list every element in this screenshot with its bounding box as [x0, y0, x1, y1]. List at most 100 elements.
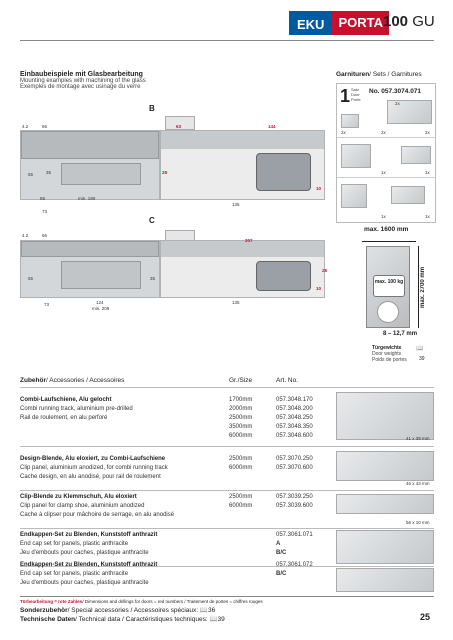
accessory-title-0: Combi-Laufschiene, Alu gelocht [20, 397, 112, 403]
c-dim-7: min. 209 [92, 306, 110, 311]
footer-special-de: Sonderzubehör [20, 607, 68, 614]
accessory-title-2: Clip-Blende zu Klemmschuh, Alu eloxiert [20, 494, 137, 500]
c-dim-4: 35 [150, 276, 156, 281]
sets-count-2: 2x [381, 130, 386, 135]
size-cell: 6000mm [229, 465, 253, 471]
accessory-arts-3: 057.3061.071 A B/C [276, 531, 313, 558]
art-cell: B/C [276, 571, 287, 577]
header-rule [20, 40, 434, 41]
sets-qty: 1 [340, 86, 351, 106]
drawing-b-door [160, 130, 325, 200]
c-red-1: 207 [245, 238, 253, 243]
art-cell: 057.3070.600 [276, 465, 313, 471]
accessory-image-4 [336, 568, 434, 592]
accessory-sizes-2: 2500mm 6000mm [229, 493, 252, 511]
spec-weight-box: max. 100 kg [373, 275, 405, 297]
art-cell: 057.3048.350 [276, 424, 313, 430]
art-cell: 057.3039.600 [276, 503, 313, 509]
accessory-line-3-0: End cap set for panels, plastic anthraci… [20, 541, 129, 547]
accessory-arts-1: 057.3070.250 057.3070.600 [276, 455, 313, 473]
col-art-header: Art. No. [276, 377, 299, 384]
size-cell: 6000mm [229, 433, 253, 439]
accessory-line-1-1: Cache design, en alu anodisé, pour rail … [20, 474, 161, 480]
b-red-1: 63 [176, 124, 182, 129]
sets-count-6: 1x [381, 214, 386, 219]
accessory-title-4: Endkappen-Set zu Blenden, Kunststoff ant… [20, 562, 158, 568]
model-number: 100 [383, 13, 409, 30]
accessory-image-1 [336, 451, 434, 481]
sets-line-1: Satz [351, 87, 360, 92]
accessory-line-0-1: Rail de roulement, en alu perforé [20, 415, 108, 421]
accessory-image-3 [336, 530, 434, 564]
accessory-line-3-1: Jeu d'embouts pour caches, plastique ant… [20, 550, 149, 556]
book-icon: 📖 [416, 346, 424, 352]
accessory-sizes-0: 1700mm 2000mm 2500mm 3500mm 6000mm [229, 396, 252, 441]
sets-heading: Garnituren/ Sets / Garnitures [336, 71, 436, 78]
spec-max-width: max. 1600 mm [364, 226, 409, 233]
size-cell: 2500mm [229, 415, 253, 421]
c-dim-5: 73 [44, 302, 50, 307]
footer-note-rest: / Dimensions and drillings for doors = r… [82, 599, 263, 604]
accessory-group-2: Clip-Blende zu Klemmschuh, Alu eloxiert … [20, 493, 230, 520]
sets-count-7: 1x [425, 214, 430, 219]
drawing-b-glass [20, 130, 160, 200]
b-dim-4: 35 [46, 170, 52, 175]
brand-eku: EKU [289, 11, 333, 35]
footer-tech: Technische Daten/ Technical data / Carac… [20, 615, 225, 623]
footer-tech-page: 39 [217, 616, 225, 623]
b-dim-5: 55 [40, 196, 46, 201]
c-red-3: 10 [316, 286, 322, 291]
spec-weight-icon [377, 301, 399, 323]
footer-note: Türbearbeitung = rote Zahlen/ Dimensions… [20, 599, 440, 604]
c-dim-1: 4.2 [22, 233, 29, 238]
accessory-dim-1: 46 x 43 mm [406, 481, 430, 486]
spec-weights-block: Türgewichte Door weights Poids de portes [372, 345, 407, 363]
art-cell: 057.3048.250 [276, 415, 313, 421]
art-cell: 057.3048.600 [276, 433, 313, 439]
size-cell: 3500mm [229, 424, 253, 430]
c-dim-3: 55 [28, 276, 34, 281]
accessory-arts-0: 057.3048.170 057.3048.200 057.3048.250 0… [276, 396, 313, 441]
sets-count-3: 2x [425, 130, 430, 135]
drawing-c-rail [21, 241, 159, 257]
spec-weights-en: Door weights [372, 351, 402, 357]
sets-count-4: 1x [381, 170, 386, 175]
sets-part-image-2 [341, 144, 371, 168]
sets-part-image-5 [391, 186, 425, 204]
sets-part-image-3 [401, 146, 431, 164]
spec-weights-page: 39 [419, 356, 425, 362]
drawing-c-label: C [149, 216, 155, 225]
size-cell: 2500mm [229, 494, 253, 500]
art-cell: 057.3061.071 [276, 532, 313, 538]
accessory-arts-4: 057.3061.072 B/C [276, 561, 313, 579]
sets-count-top: 2x [395, 101, 400, 106]
footer-note-red: Türbearbeitung = rote Zahlen [20, 599, 83, 604]
drawing-b-door-rail [161, 131, 324, 149]
art-cell: 057.3070.250 [276, 456, 313, 462]
spec-height-arrow [418, 246, 419, 328]
size-cell: 6000mm [229, 503, 253, 509]
size-cell: 2500mm [229, 456, 253, 462]
spec-max-height: max. 2700 mm [420, 266, 426, 308]
footer-tech-book-icon: 📖 [209, 616, 218, 623]
b-dim-7: 73 [42, 209, 48, 214]
b-dim-1: 4.2 [22, 124, 29, 129]
drawing-b-clamp [61, 163, 141, 185]
size-cell: 1700mm [229, 397, 253, 403]
col-size-header: Gr./Size [229, 377, 253, 384]
spec-width-arrow [362, 241, 416, 242]
accessories-title-de: Zubehör [20, 377, 46, 384]
accessory-group-3: Endkappen-Set zu Blenden, Kunststoff ant… [20, 531, 230, 558]
art-cell: 057.3061.072 [276, 562, 313, 568]
footer-special: Sonderzubehör/ Special accessories / Acc… [20, 606, 215, 614]
sets-count-5: 1x [425, 170, 430, 175]
art-cell: A [276, 541, 281, 547]
accessory-line-2-1: Cache à clipser pour mâchoire de serrage… [20, 512, 175, 518]
art-cell: 057.3039.250 [276, 494, 313, 500]
sets-roller-image [387, 100, 432, 124]
sets-title-rest: / Sets / Garnitures [369, 71, 422, 78]
accessory-dim-0: 41 x 39 mm [406, 436, 430, 441]
examples-subtitle-en: Mounting examples with machining of the … [20, 78, 146, 84]
size-cell: 2000mm [229, 406, 253, 412]
accessory-group-0: Combi-Laufschiene, Alu gelocht Combi run… [20, 396, 230, 423]
